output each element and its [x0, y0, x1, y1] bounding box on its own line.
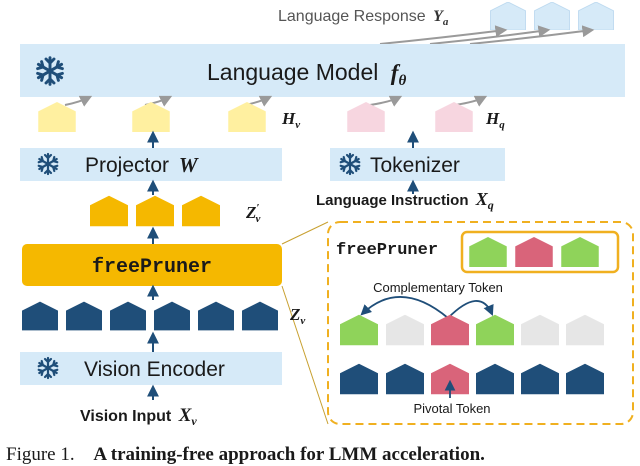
candidate-token-green [476, 314, 514, 346]
tokenizer-label: Tokenizer [370, 154, 460, 177]
hq-label: Hq [485, 109, 505, 131]
figure-caption: Figure 1. A training-free approach for L… [6, 444, 485, 465]
candidate-token-gray [386, 314, 424, 346]
candidate-token-green [340, 314, 378, 346]
language-response-label: Language Response Ya [278, 8, 449, 28]
response-arrows [379, 25, 595, 45]
vision-encoder-label: Vision Encoder [84, 358, 225, 381]
zv-prime-token [182, 195, 220, 227]
input-token [340, 363, 378, 395]
inset-connector [281, 285, 329, 425]
zv-token [22, 301, 58, 331]
language-model-label: Language Model fθ [207, 59, 406, 89]
response-token [534, 2, 570, 30]
response-token [578, 2, 614, 30]
inset-pruner-label: freePruner [336, 241, 438, 260]
selected-token-rose [515, 237, 553, 267]
response-tokens [490, 2, 614, 30]
complementary-token-label: Complementary Token [373, 280, 503, 295]
zv-token [66, 301, 102, 331]
feature-arrows [64, 95, 488, 107]
hq-token [347, 102, 385, 132]
hv-token [228, 102, 266, 132]
input-token [566, 363, 604, 395]
response-token [490, 2, 526, 30]
zv-prime-tokens [90, 195, 220, 227]
inset-panel [327, 221, 634, 425]
candidate-token-gray [566, 314, 604, 346]
projector-box [20, 148, 282, 181]
input-token [386, 363, 424, 395]
candidate-token-rose [431, 314, 469, 346]
input-token [521, 363, 559, 395]
zv-token [154, 301, 190, 331]
zv-prime-token [90, 195, 128, 227]
selected-token-green [469, 237, 507, 267]
pruner-label: freePruner [92, 256, 212, 279]
zv-token [198, 301, 234, 331]
candidate-token-gray [521, 314, 559, 346]
hv-token [132, 102, 170, 132]
vision-input-label: Vision Input Xv [80, 405, 197, 428]
hq-token [435, 102, 473, 132]
hv-token [38, 102, 76, 132]
hq-tokens [347, 102, 473, 132]
candidate-tokens [340, 314, 604, 346]
zv-label: Zv [289, 305, 305, 327]
language-model-box [20, 44, 625, 97]
pivotal-token-label: Pivotal Token [413, 401, 490, 416]
selected-tokens [469, 237, 599, 267]
hv-label: Hv [281, 109, 300, 131]
projector-label: Projector W [85, 153, 199, 177]
complementary-arrows [360, 296, 494, 319]
pruner-box [22, 244, 282, 286]
inset-connector [281, 221, 329, 245]
inset-selected-box [460, 230, 620, 274]
zv-token [242, 301, 278, 331]
tokenizer-box [330, 148, 505, 181]
zv-prime-label: Z′v [245, 202, 260, 225]
zv-token [110, 301, 146, 331]
zv-tokens [22, 301, 278, 331]
hv-tokens [38, 102, 266, 132]
input-token [476, 363, 514, 395]
vision-encoder-box [20, 352, 282, 385]
selected-token-green [561, 237, 599, 267]
zv-prime-token [136, 195, 174, 227]
language-instruction-label: Language Instruction Xq [316, 189, 494, 212]
input-tokens [340, 363, 604, 395]
